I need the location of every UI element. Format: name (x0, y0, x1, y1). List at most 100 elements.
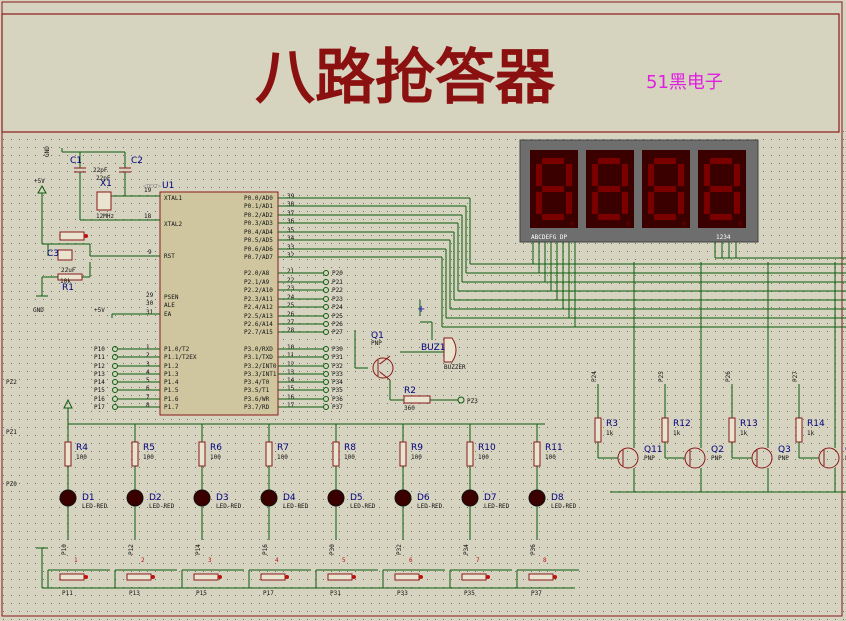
r1-value: 10k (60, 278, 71, 285)
resistor-value: 100 (411, 454, 422, 461)
led-net-label: P14 (195, 544, 202, 555)
display-digit-3: 8 (642, 150, 690, 228)
p3-net-label: P30 (332, 346, 343, 353)
resistor (332, 441, 340, 467)
digit-value: 8 (682, 221, 686, 228)
led-bulb (327, 489, 345, 507)
r2-ref: R2 (404, 386, 416, 396)
display-segment-label: ABCDEFG DP (531, 234, 568, 241)
key-body[interactable] (59, 573, 85, 581)
mcu-pin-name: P0.7/AD7 (244, 254, 273, 261)
vcc-label-ea: +5V (94, 307, 105, 314)
mcu-pin-name: P2.5/A13 (244, 313, 273, 320)
mcu-pin-number: 10 (287, 344, 295, 351)
mcu-pin-name: P3.5/T1 (244, 387, 270, 394)
title-banner (1, 13, 840, 133)
digit-value: 8 (626, 221, 630, 228)
mcu-pin-number: 2 (146, 352, 150, 359)
page-title: 八路抢答器 (255, 43, 556, 113)
display-digits: 8 8 8 8 (530, 150, 746, 228)
mcu-pin-number: 3 (146, 361, 150, 368)
mcu-pin-name: P2.3/A11 (244, 296, 273, 303)
driver-resistor-value: 1k (673, 430, 681, 437)
r2-resistor (403, 395, 431, 404)
mcu-left-pins: XTAL1XTAL2RSTPSEN29ALE30EA31P1.0/T21P1.1… (146, 195, 197, 411)
key-body[interactable] (461, 573, 487, 581)
p3-net-label: P36 (332, 396, 343, 403)
mcu-pin-name: P0.3/AD3 (244, 220, 273, 227)
rails: PZ2 PZ1 PZ0 (6, 379, 545, 588)
led-number: 5 (342, 557, 346, 564)
led-type: LED-RED (82, 503, 108, 510)
pin-9: 9 (148, 249, 152, 256)
mcu-pin-number: 32 (287, 252, 295, 259)
driver-resistor (795, 417, 803, 443)
key-body[interactable] (327, 573, 353, 581)
answer-key-6[interactable]: P33 (382, 569, 445, 597)
q1-transistor (372, 357, 394, 379)
answer-key-5[interactable]: P31 (315, 569, 378, 597)
answer-key-2[interactable]: P13 (114, 569, 177, 597)
key-net-label: P17 (263, 590, 274, 597)
c2-value: 22pF (96, 175, 111, 182)
answer-key-4[interactable]: P17 (248, 569, 311, 597)
display-digit-2: 8 (586, 150, 634, 228)
digit-value: 8 (570, 221, 574, 228)
rail-label-pz1: PZ1 (6, 429, 17, 436)
pnp-transistor (684, 447, 706, 469)
reset-button[interactable] (59, 231, 85, 241)
mcu-pin-number: 24 (287, 294, 295, 301)
vcc-marker-buzzer: + (417, 304, 425, 315)
led-number: 8 (543, 557, 547, 564)
p0-bus-lines (300, 197, 846, 328)
p2-net-label: P27 (332, 329, 343, 336)
answer-key-8[interactable]: P37 (516, 569, 579, 597)
digit-driver-transistors: P24R31kQ11PNPP25R121kQ2PNPP26R131kQ3PNPP… (591, 262, 846, 493)
key-body[interactable] (528, 573, 554, 581)
mcu-pin-name: RST (164, 253, 175, 260)
led-number: 7 (476, 557, 480, 564)
driver-net-label: P25 (658, 371, 665, 382)
key-body[interactable] (126, 573, 152, 581)
led-bulb (126, 489, 144, 507)
led-ref: D2 (149, 493, 162, 503)
mcu-pin-number: 25 (287, 302, 295, 309)
answer-key-7[interactable]: P35 (449, 569, 512, 597)
p2-net-label: P20 (332, 270, 343, 277)
pnp-transistor (617, 447, 639, 469)
p2-net-label: P24 (332, 304, 343, 311)
key-body[interactable] (260, 573, 286, 581)
buzzer-ref: BUZ1 (421, 343, 446, 353)
mcu-pin-name: ALE (164, 302, 175, 309)
key-body[interactable] (193, 573, 219, 581)
display-digit-1: 8 (530, 150, 578, 228)
p1-net-label: P16 (94, 396, 105, 403)
led-bulb (394, 489, 412, 507)
resistor (399, 441, 407, 467)
resistor (265, 441, 273, 467)
p2-net-label: P22 (332, 287, 343, 294)
answer-key-3[interactable]: P15 (181, 569, 244, 597)
resistor-ref: R4 (76, 443, 88, 453)
mcu-text: <TEXT> (143, 184, 161, 190)
driver-net-label: P27 (792, 371, 799, 382)
resistor-value: 100 (478, 454, 489, 461)
mcu-body (159, 191, 279, 416)
driver-resistor-ref: R3 (606, 419, 618, 429)
mcu-pin-number: 26 (287, 311, 295, 318)
driver-resistor-value: 1k (807, 430, 815, 437)
led-type: LED-RED (149, 503, 175, 510)
mcu-pin-name: P2.4/A12 (244, 304, 273, 311)
resistor-value: 100 (210, 454, 221, 461)
led-net-label: P32 (396, 544, 403, 555)
answer-key-1[interactable]: P11 (47, 569, 110, 597)
digit-value: 8 (738, 221, 742, 228)
p2-net-label: P23 (332, 296, 343, 303)
mcu-pin-name: P3.6/WR (244, 396, 270, 403)
key-body[interactable] (394, 573, 420, 581)
